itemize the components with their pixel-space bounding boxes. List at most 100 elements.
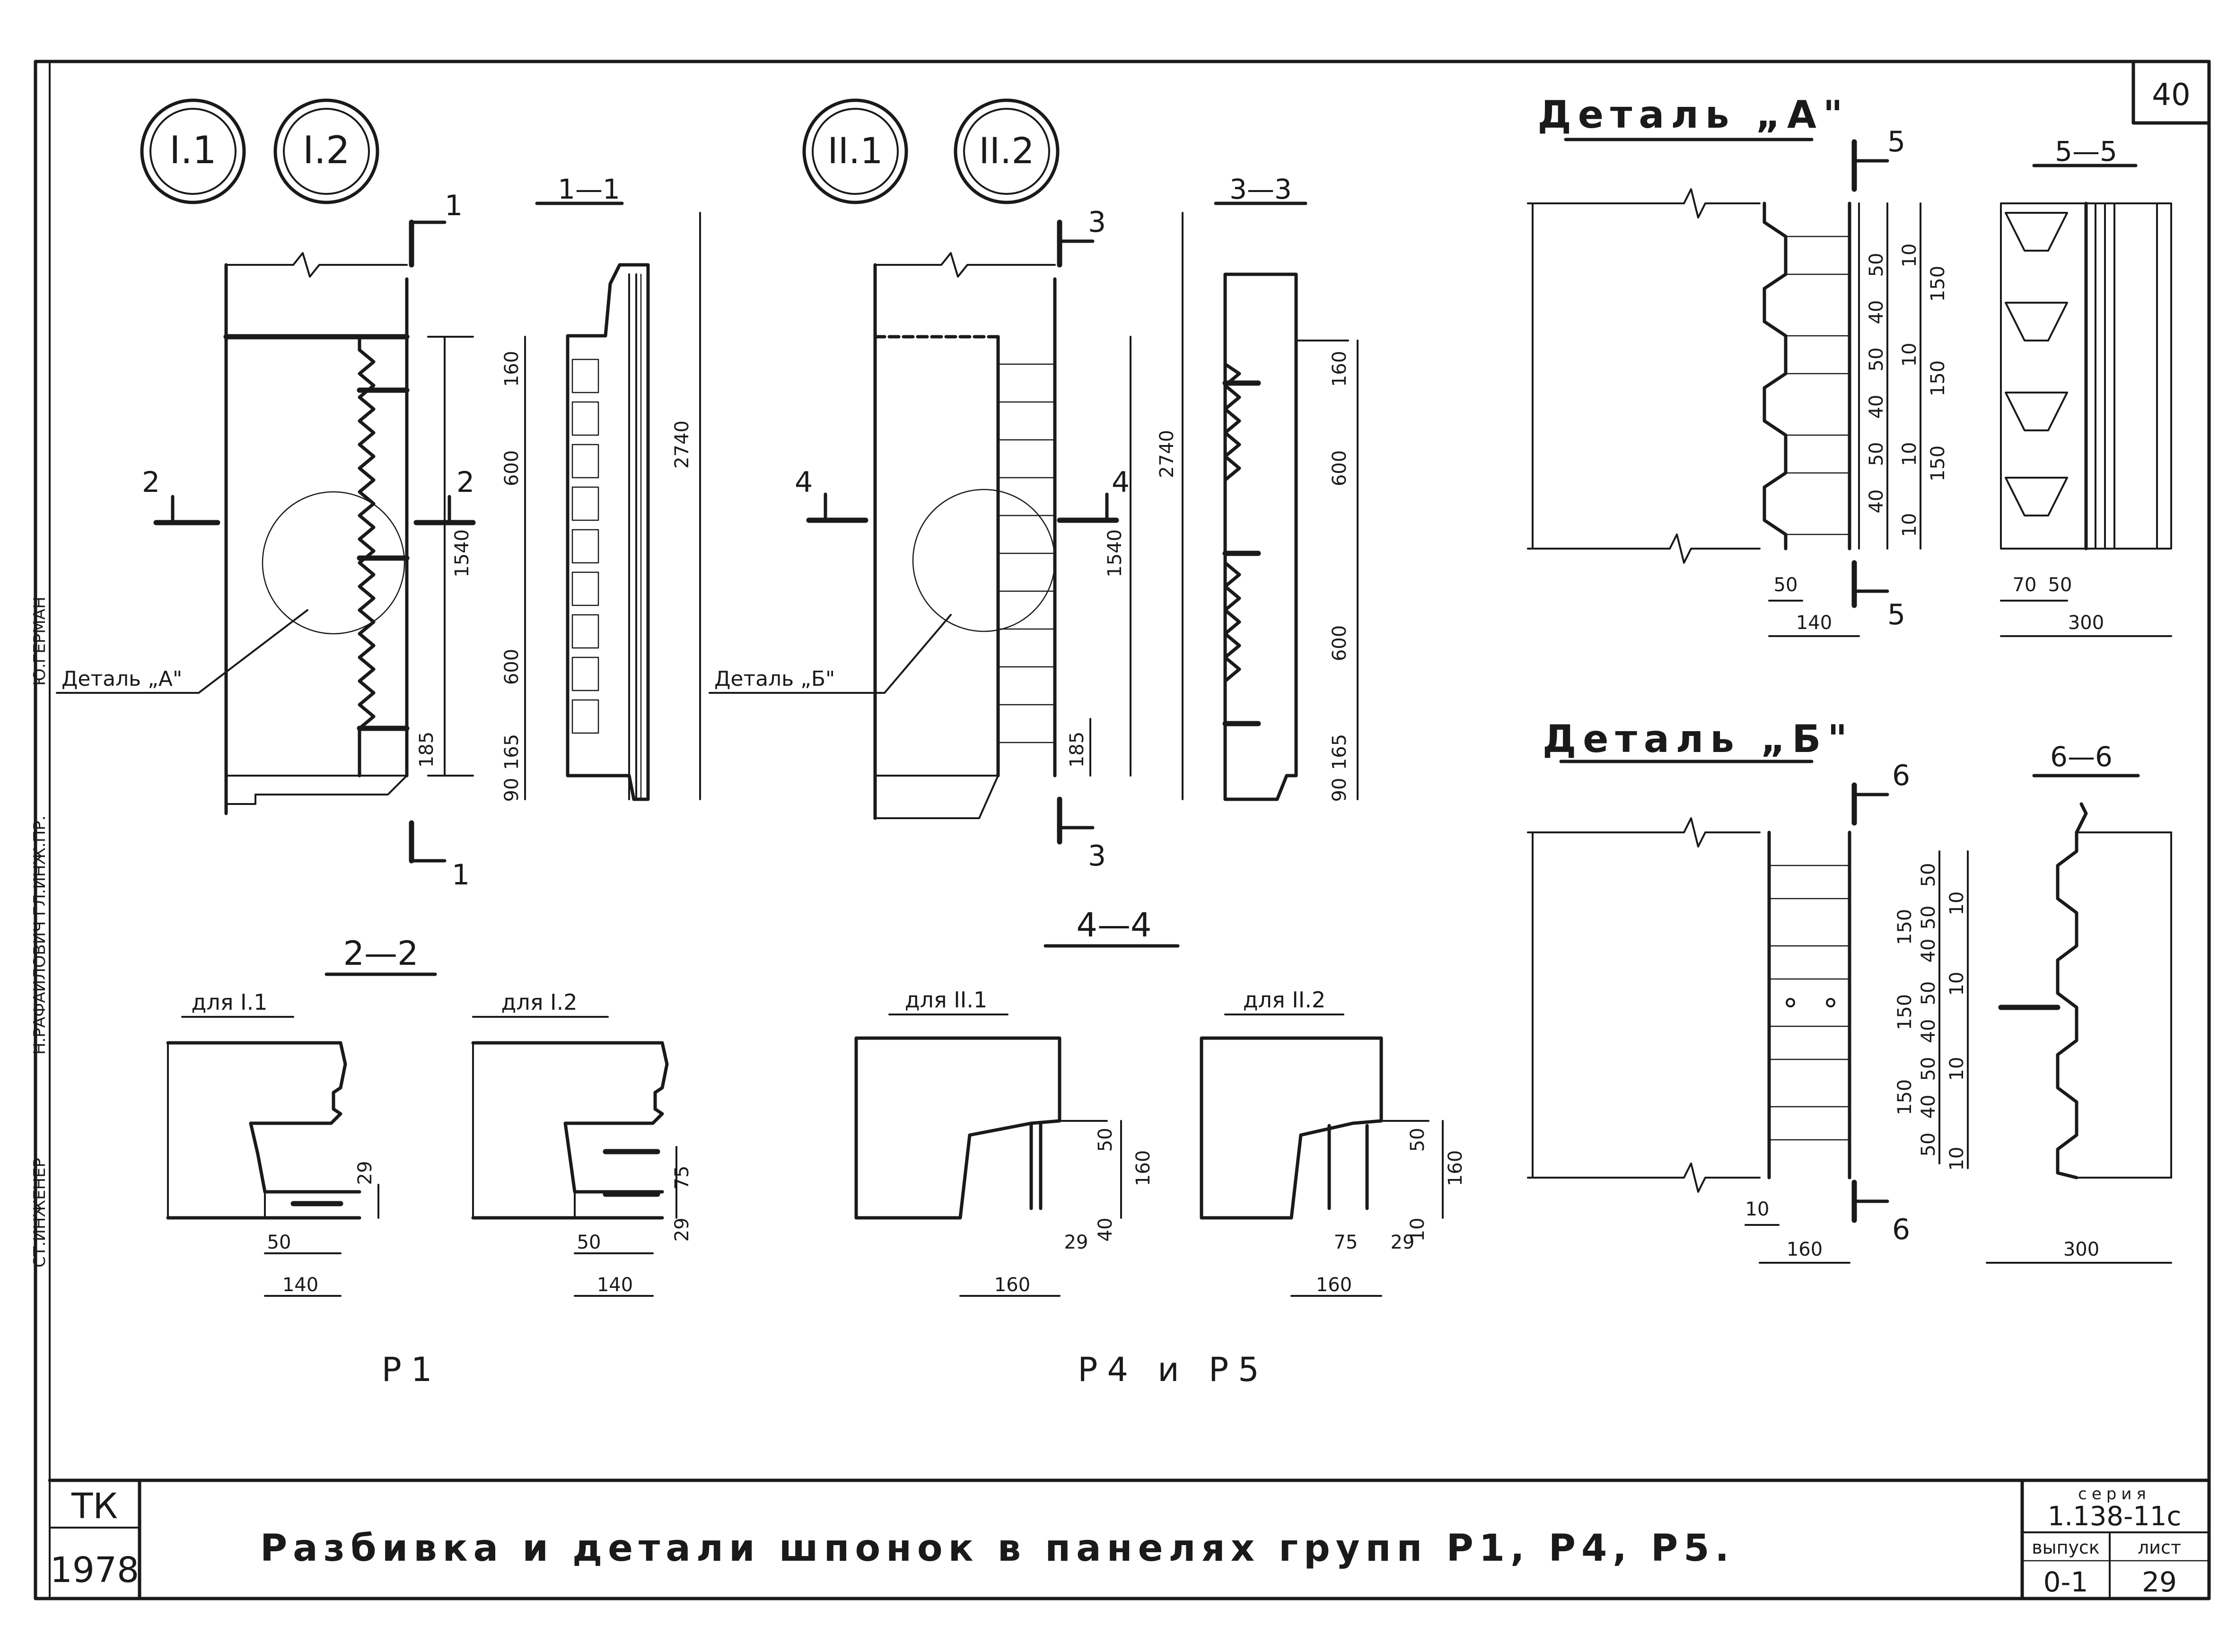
section-title-2-2: 2—2 — [343, 934, 418, 973]
dim-165-s11: 165 — [501, 734, 523, 770]
side-stamp-name-3: СТ.ИНЖЕНЕР — [30, 1158, 49, 1267]
group-marker-ii2: II.2 — [954, 98, 1060, 204]
dim-140-i1: 140 — [282, 1274, 318, 1296]
dim-50-a1: 50 — [1866, 253, 1887, 277]
dim-10-a1: 10 — [1899, 244, 1920, 268]
dim-10-b4: 10 — [1946, 1147, 1968, 1171]
sublabel-ii2: для II.2 — [1243, 987, 1326, 1013]
dim-2740-s11: 2740 — [671, 420, 693, 469]
detail-b-title: Деталь „Б" — [1543, 717, 1854, 761]
group-marker-ii1: II.1 — [802, 98, 908, 204]
elevation-group-ii: Деталь „Б" 3 3 4 4 1540 185 2740 — [709, 206, 1184, 873]
detail-a-title: Деталь „А" — [1537, 93, 1849, 137]
dim-150-b1: 150 — [1894, 909, 1916, 945]
dim-160-ii1: 160 — [1132, 1150, 1154, 1186]
section-title-5-5: 5—5 — [2055, 135, 2117, 167]
cut-mark-6-top: 6 — [1892, 759, 1910, 792]
dim-40-a1: 40 — [1866, 300, 1887, 324]
detail-b-view: 6 6 10 160 — [1527, 759, 1910, 1264]
marker-label-i2: I.2 — [303, 128, 350, 172]
dim-10-a4: 10 — [1899, 513, 1920, 537]
section-4-4-ii1: 50 160 40 29 160 — [854, 1036, 1154, 1297]
dim-50-b2: 50 — [1918, 906, 1939, 930]
cut-mark-3-bottom: 3 — [1088, 839, 1106, 873]
elevation-group-i: Деталь „А" 1 1 2 2 1540 185 — [56, 189, 476, 892]
dim-150-a3: 150 — [1927, 446, 1949, 481]
dim-10-b-base: 10 — [1745, 1198, 1770, 1220]
cut-mark-4-left: 4 — [795, 466, 813, 499]
dim-160-s11: 160 — [501, 351, 523, 387]
section-2-2-i1: 29 50 140 — [166, 1041, 379, 1297]
dim-160-s33: 160 — [1329, 351, 1350, 387]
marker-label-i1: I.1 — [169, 128, 217, 172]
dim-160-b-base: 160 — [1787, 1239, 1823, 1260]
dim-90-s33: 90 — [1329, 778, 1350, 802]
dim-600-s33-bottom: 600 — [1329, 625, 1350, 661]
sheet-title: Разбивка и детали шпонок в панелях групп… — [260, 1527, 1735, 1570]
dim-50-a-base: 50 — [1774, 574, 1798, 596]
page-number: 40 — [2152, 78, 2190, 113]
dim-300-s55: 300 — [2068, 612, 2104, 634]
dim-29-ii1: 29 — [1064, 1232, 1088, 1253]
dim-29-i2: 29 — [671, 1218, 693, 1242]
group-marker-i2: I.2 — [273, 98, 379, 204]
dim-29-ii2: 29 — [1391, 1232, 1415, 1253]
dim-40-ii1: 40 — [1095, 1218, 1116, 1242]
cut-mark-1-top: 1 — [445, 189, 463, 222]
cut-mark-5-bottom: 5 — [1887, 598, 1905, 631]
dim-50-a3: 50 — [1866, 442, 1887, 466]
dim-160-ii1-base: 160 — [994, 1274, 1030, 1296]
dim-160-ii2: 160 — [1445, 1150, 1466, 1186]
dim-165-s33: 165 — [1329, 734, 1350, 770]
dim-50-a2: 50 — [1866, 348, 1887, 372]
dim-600-s33-top: 600 — [1329, 450, 1350, 486]
dim-150-b3: 150 — [1894, 1079, 1916, 1115]
marker-label-ii2: II.2 — [979, 130, 1034, 172]
dim-50-i2: 50 — [577, 1232, 601, 1253]
dim-160-ii2-base: 160 — [1316, 1274, 1352, 1296]
section-2-2-i2: 75 29 50 140 — [471, 1041, 693, 1297]
title-block: ТК 1978 Разбивка и детали шпонок в панел… — [48, 1478, 2211, 1600]
cut-mark-5-top: 5 — [1887, 125, 1905, 158]
dim-40-b1: 40 — [1918, 939, 1939, 963]
dim-185-left: 185 — [416, 732, 438, 768]
section-4-4-ii2: 50 160 10 75 29 160 — [1200, 1036, 1466, 1297]
dim-600-s11-top: 600 — [501, 450, 523, 486]
dim-50-i1: 50 — [267, 1232, 291, 1253]
dim-40-b3: 40 — [1918, 1095, 1939, 1119]
sheet-frame — [34, 60, 2211, 1600]
issue-value: 0-1 — [2043, 1566, 2088, 1598]
sublabel-i1: для I.1 — [192, 989, 268, 1015]
stamp-code: ТК — [71, 1486, 118, 1527]
cut-mark-6-bottom: 6 — [1892, 1213, 1910, 1246]
dim-10-b1: 10 — [1946, 892, 1968, 916]
stamp-year: 1978 — [50, 1550, 139, 1591]
dim-29-i1: 29 — [354, 1161, 376, 1185]
callout-detail-b: Деталь „Б" — [714, 667, 835, 691]
dim-1540-mid: 1540 — [1104, 529, 1126, 577]
dim-50-b5: 50 — [1918, 1133, 1939, 1157]
cut-mark-2-right: 2 — [456, 466, 474, 499]
sheet-label: лист — [2138, 1537, 2181, 1558]
section-title-1-1: 1—1 — [558, 173, 620, 205]
dim-50-s55: 50 — [2048, 574, 2072, 596]
dim-10-ii2: 10 — [1407, 1218, 1429, 1242]
group-label-p1: Р1 — [382, 1350, 442, 1389]
sheet-value: 29 — [2142, 1566, 2177, 1598]
sublabel-ii1: для II.1 — [905, 987, 988, 1013]
marker-label-ii1: II.1 — [827, 130, 883, 172]
section-3-3-view: 160 600 600 165 90 — [1222, 272, 1359, 802]
dim-50-b1: 50 — [1918, 863, 1939, 887]
sublabel-i2: для I.2 — [501, 989, 578, 1015]
dim-40-a3: 40 — [1866, 489, 1887, 514]
section-6-6-view: 50 50 40 50 40 50 40 50 10 10 10 10 150 … — [1894, 802, 2172, 1264]
section-5-5-view: 70 50 300 — [2000, 201, 2172, 637]
dim-40-b2: 40 — [1918, 1019, 1939, 1043]
dim-10-a3: 10 — [1899, 442, 1920, 466]
dim-2740-mid: 2740 — [1156, 430, 1178, 478]
dim-600-s11-bottom: 600 — [501, 649, 523, 685]
callout-detail-a: Деталь „А" — [61, 667, 182, 691]
page-number-box — [2131, 60, 2211, 125]
